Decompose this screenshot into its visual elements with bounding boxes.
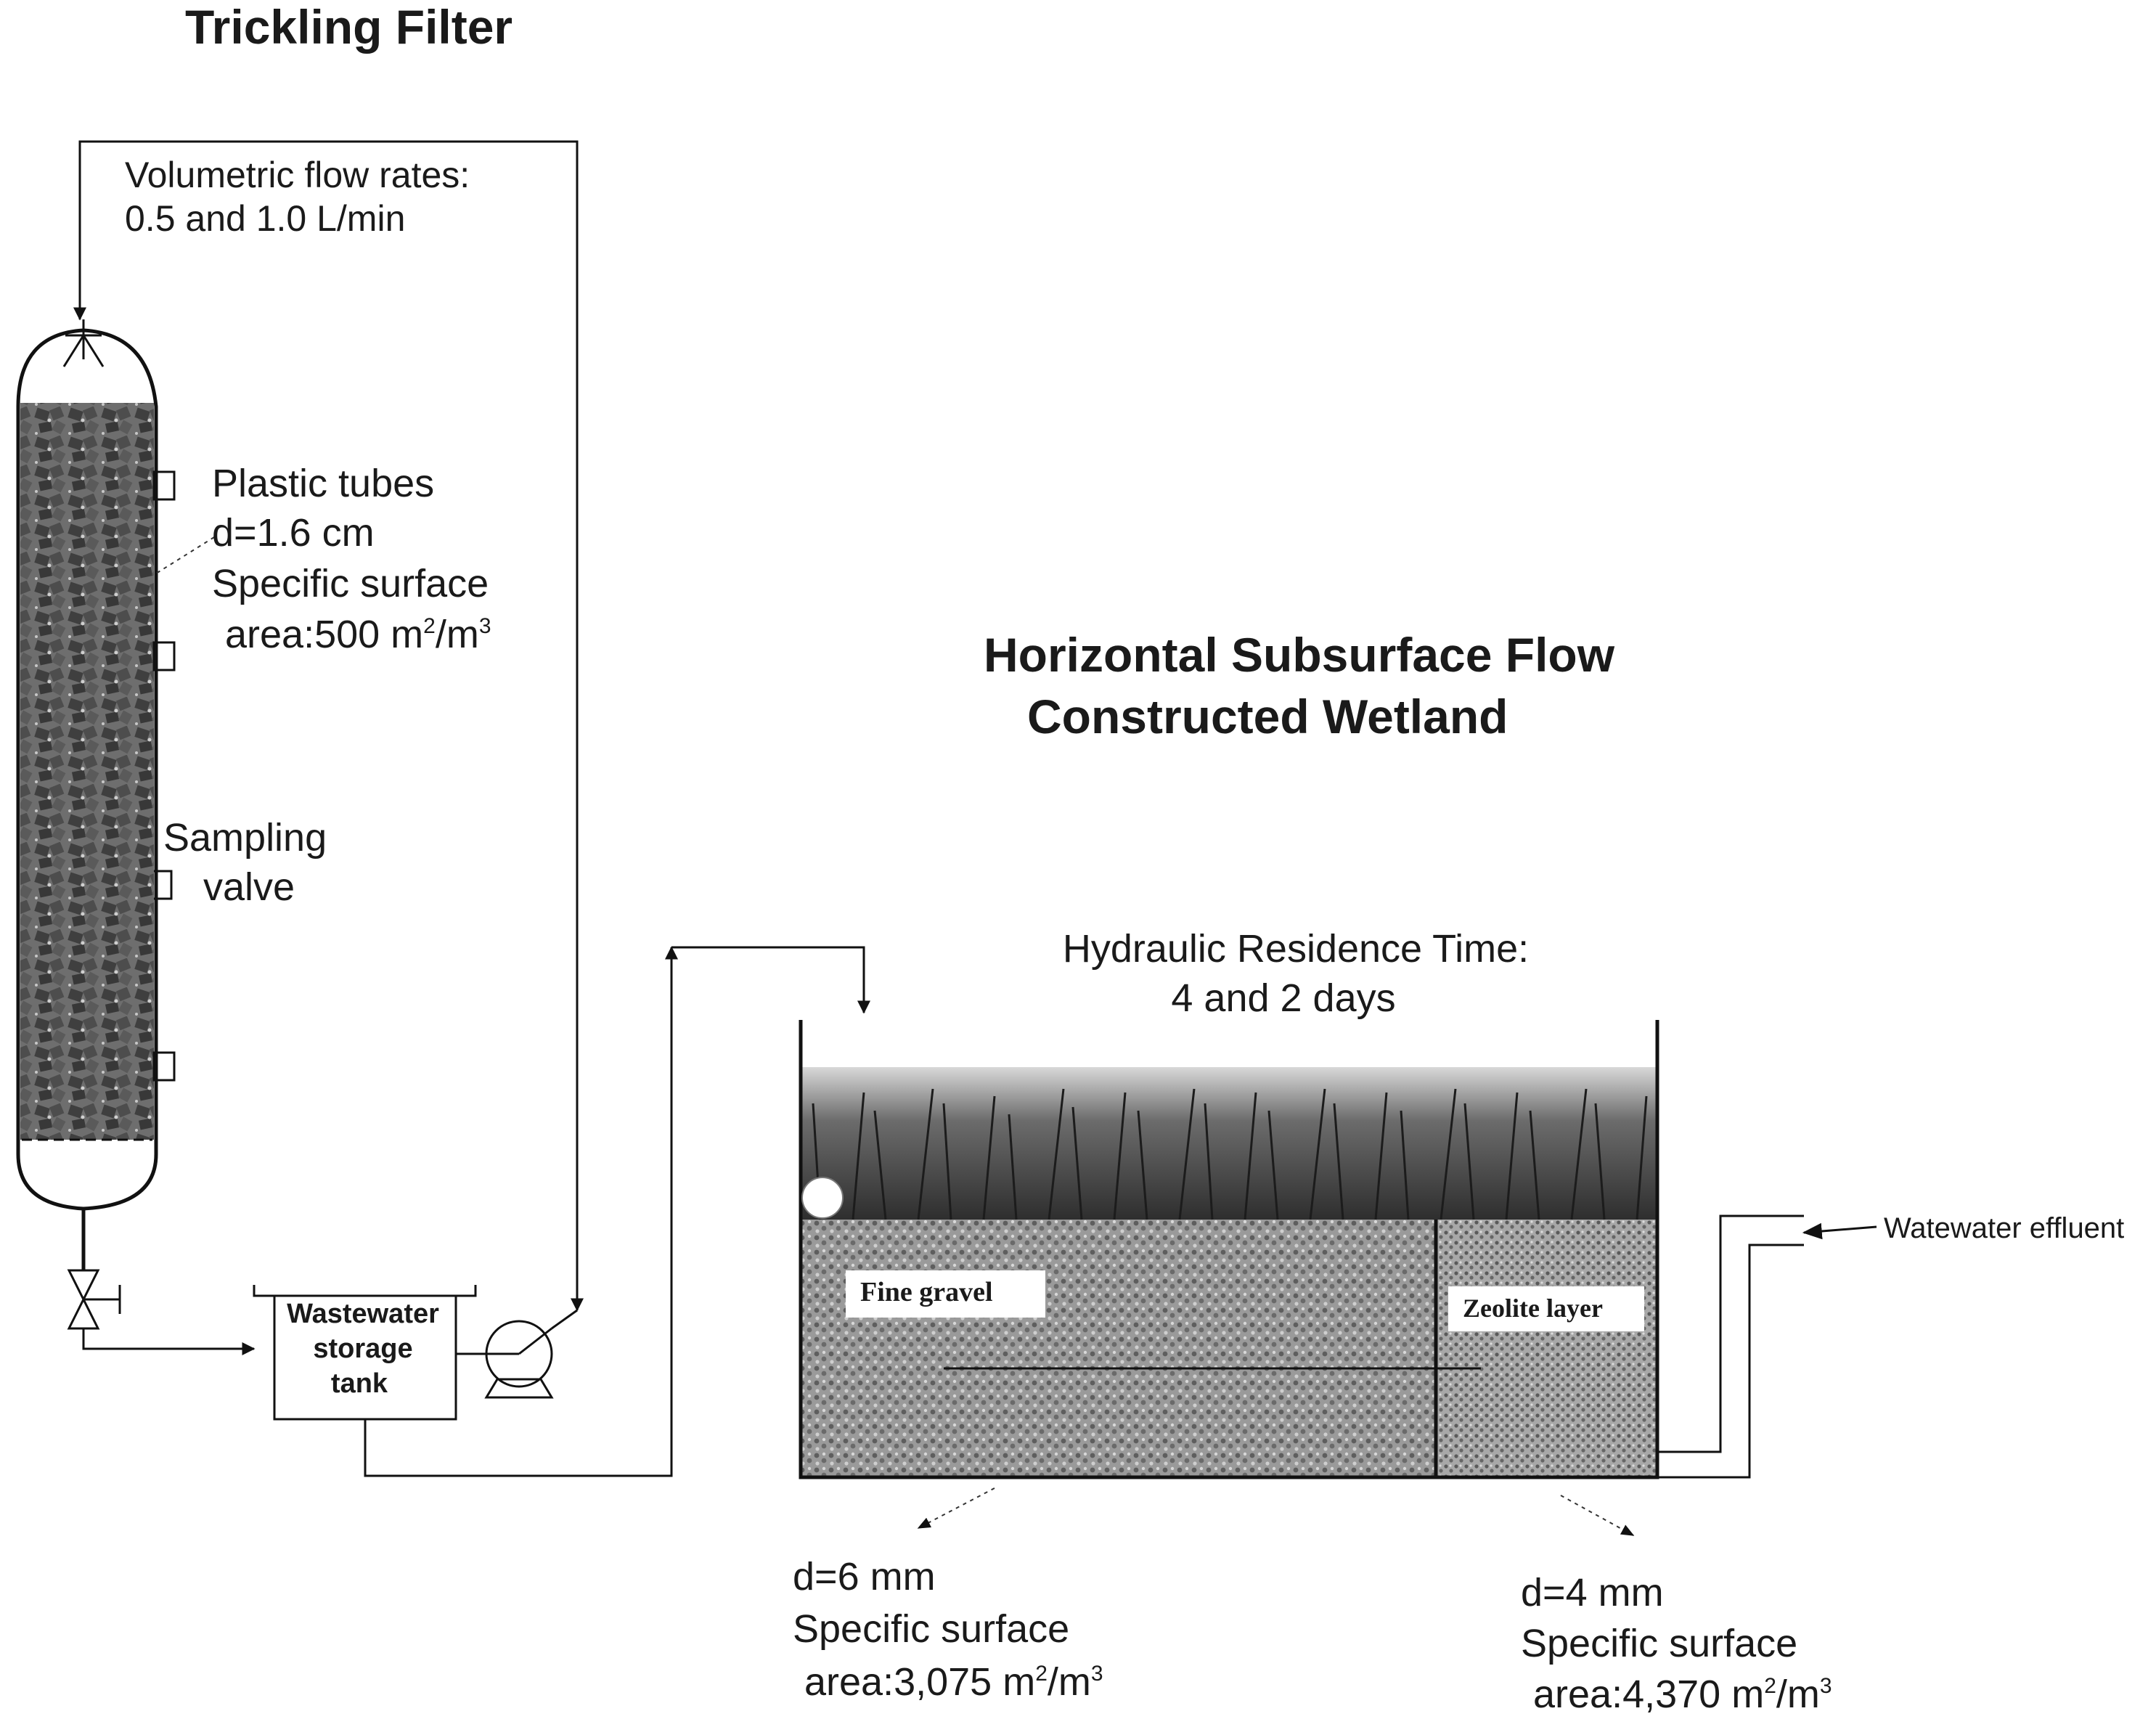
- pump-icon: [456, 1309, 578, 1399]
- drain-valve-icon: [67, 1269, 121, 1330]
- trickling-filter-title: Trickling Filter: [185, 0, 513, 54]
- plastic-tubes-label: Plastic tubes: [212, 462, 434, 505]
- storage-tank-label-1: Wastewater: [287, 1299, 439, 1329]
- wetland-basin: [799, 1020, 1659, 1479]
- gravel-spec-surface: Specific surface: [793, 1607, 1069, 1651]
- effluent-arrow: [1802, 1222, 1877, 1240]
- effluent-pipe: [1657, 1214, 1804, 1453]
- sampling-valve-label-2: valve: [203, 865, 295, 909]
- flow-rates-line2: 0.5 and 1.0 L/min: [125, 198, 405, 239]
- storage-tank-label-2: storage: [313, 1334, 412, 1364]
- flow-rates-line1: Volumetric flow rates:: [125, 155, 470, 195]
- residence-time-line1: Hydraulic Residence Time:: [1063, 927, 1529, 971]
- wetland-title-line1: Horizontal Subsurface Flow: [984, 628, 1615, 682]
- gravel-spec-diameter: d=6 mm: [793, 1555, 936, 1598]
- plastic-tubes-area: area:500 m2/m3: [225, 613, 491, 656]
- gravel-spec-pointer: [917, 1487, 995, 1529]
- zeolite-spec-surface: Specific surface: [1521, 1622, 1797, 1665]
- wetland-title-line2: Constructed Wetland: [1027, 690, 1508, 743]
- zeolite-layer-label: Zeolite layer: [1463, 1294, 1603, 1323]
- wetland-feed-pipe: [364, 946, 678, 1477]
- plastic-tubes-diameter: d=1.6 cm: [212, 511, 375, 555]
- recirculation-line: [73, 140, 584, 1312]
- reed-plants: [812, 1088, 1648, 1220]
- fine-gravel-label: Fine gravel: [860, 1277, 993, 1307]
- fine-gravel-layer: [801, 1220, 1436, 1477]
- trickling-filter-column: [16, 328, 158, 1211]
- storage-tank-label-3: tank: [331, 1368, 388, 1399]
- sprinkler-icon: [62, 319, 105, 367]
- plastic-tubes-surface: Specific surface: [212, 562, 489, 605]
- sampling-valve-label-1: Sampling: [163, 816, 327, 860]
- plastic-tube-media: [20, 403, 154, 1140]
- plastic-tubes-pointer: [155, 536, 215, 574]
- zeolite-layer: [1436, 1220, 1657, 1477]
- plants-layer: [801, 1067, 1657, 1220]
- inlet-distributor-icon: [801, 1177, 844, 1219]
- drain-pipe: [82, 1328, 256, 1355]
- wetland-inlet-pipe: [671, 946, 870, 1014]
- zeolite-spec-pointer: [1560, 1495, 1635, 1536]
- zeolite-spec-area: area:4,370 m2/m3: [1533, 1673, 1832, 1716]
- effluent-label: Watewater effluent: [1884, 1212, 2124, 1244]
- zeolite-spec-diameter: d=4 mm: [1521, 1571, 1664, 1614]
- residence-time-line2: 4 and 2 days: [1171, 976, 1395, 1020]
- gravel-spec-area: area:3,075 m2/m3: [804, 1660, 1103, 1704]
